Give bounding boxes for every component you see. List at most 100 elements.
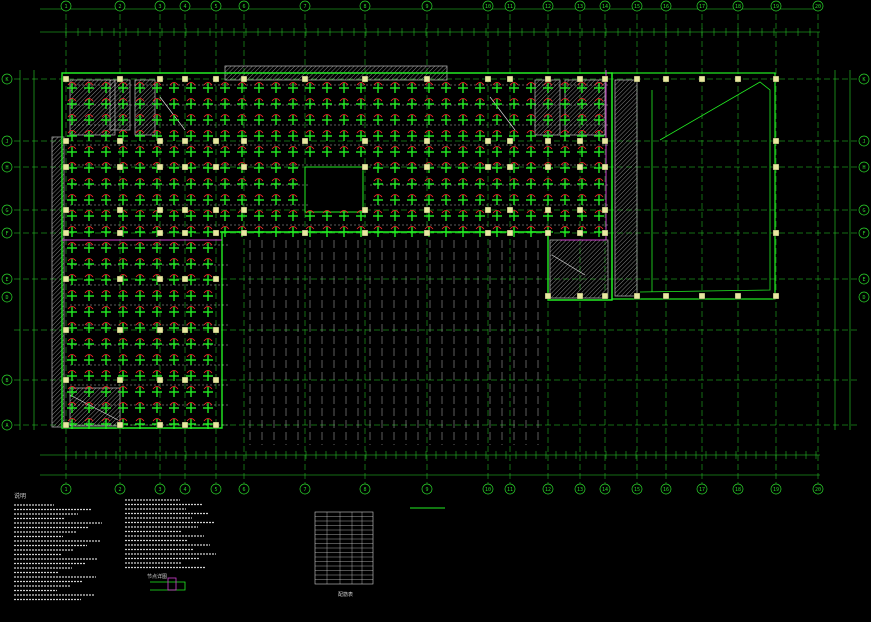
top-rebar-arc xyxy=(407,162,417,166)
axis-bubble-top-13 xyxy=(574,0,586,12)
column xyxy=(544,206,552,214)
top-rebar-arc xyxy=(203,306,213,310)
axis-bubble-bottom-9 xyxy=(421,483,433,495)
top-rebar-arc xyxy=(101,370,111,374)
top-rebar-arc xyxy=(526,194,536,198)
top-rebar-arc xyxy=(271,114,281,118)
top-rebar-arc xyxy=(543,114,553,118)
top-rebar-arc xyxy=(390,210,400,214)
axis-label-top-6: 6 xyxy=(242,4,245,10)
column xyxy=(62,229,70,237)
top-rebar-arc xyxy=(339,210,349,214)
top-rebar-arc xyxy=(84,386,94,390)
axis-bubble-top-15 xyxy=(631,0,643,12)
top-rebar-arc xyxy=(288,82,298,86)
top-rebar-arc xyxy=(271,178,281,182)
top-rebar-arc xyxy=(67,242,77,246)
top-rebar-arc xyxy=(594,130,604,134)
top-rebar-arc xyxy=(118,386,128,390)
top-rebar-arc xyxy=(186,322,196,326)
top-rebar-arc xyxy=(458,146,468,150)
column xyxy=(633,292,641,300)
top-rebar-arc xyxy=(373,162,383,166)
top-rebar-arc xyxy=(186,194,196,198)
right-frame-diagonal xyxy=(639,81,771,293)
top-rebar-arc xyxy=(186,98,196,102)
top-rebar-arc xyxy=(135,354,145,358)
column xyxy=(484,229,492,237)
top-rebar-arc xyxy=(560,178,570,182)
top-rebar-arc xyxy=(373,194,383,198)
top-rebar-arc xyxy=(526,98,536,102)
top-rebar-arc xyxy=(118,242,128,246)
top-rebar-arc xyxy=(458,82,468,86)
top-rebar-arc xyxy=(67,386,77,390)
top-rebar-arc xyxy=(203,146,213,150)
top-rebar-arc xyxy=(356,146,366,150)
top-rebar-arc xyxy=(373,146,383,150)
top-rebar-arc xyxy=(560,226,570,230)
top-rebar-arc xyxy=(118,98,128,102)
top-rebar-arc xyxy=(492,178,502,182)
column xyxy=(156,326,164,334)
top-rebar-arc xyxy=(135,386,145,390)
top-rebar-arc xyxy=(543,82,553,86)
top-rebar-arc xyxy=(407,82,417,86)
top-rebar-arc xyxy=(67,290,77,294)
column xyxy=(240,206,248,214)
top-rebar-arc xyxy=(152,178,162,182)
axis-label-top-12: 12 xyxy=(545,4,551,10)
top-rebar-arc xyxy=(135,322,145,326)
axis-bubble-left-E xyxy=(1,273,13,285)
top-rebar-arc xyxy=(560,146,570,150)
top-rebar-arc xyxy=(101,194,111,198)
top-rebar-arc xyxy=(84,274,94,278)
top-rebar-arc xyxy=(67,306,77,310)
top-rebar-arc xyxy=(169,162,179,166)
axis-bubble-top-2 xyxy=(114,0,126,12)
top-rebar-arc xyxy=(407,114,417,118)
top-rebar-arc xyxy=(203,242,213,246)
axis-bubble-top-3 xyxy=(154,0,166,12)
column xyxy=(156,421,164,429)
top-rebar-arc xyxy=(390,146,400,150)
axis-bubble-right-J xyxy=(858,135,870,147)
column xyxy=(62,163,70,171)
top-rebar-arc xyxy=(203,402,213,406)
top-rebar-arc xyxy=(339,98,349,102)
axis-label-bottom-9: 9 xyxy=(425,487,428,493)
axis-bubble-top-1 xyxy=(60,0,72,12)
axis-label-bottom-17: 17 xyxy=(699,487,705,493)
top-rebar-arc xyxy=(67,114,77,118)
top-rebar-arc xyxy=(152,370,162,374)
top-rebar-arc xyxy=(101,338,111,342)
top-rebar-arc xyxy=(560,162,570,166)
column xyxy=(116,421,124,429)
top-rebar-arc xyxy=(424,82,434,86)
top-rebar-arc xyxy=(441,162,451,166)
top-rebar-arc xyxy=(67,418,77,422)
top-rebar-arc xyxy=(84,114,94,118)
axis-label-bottom-19: 19 xyxy=(773,487,779,493)
top-rebar-arc xyxy=(203,338,213,342)
top-rebar-arc xyxy=(441,226,451,230)
top-rebar-arc xyxy=(118,338,128,342)
top-rebar-arc xyxy=(84,162,94,166)
top-rebar-arc xyxy=(271,210,281,214)
top-rebar-arc xyxy=(118,290,128,294)
column xyxy=(156,229,164,237)
column xyxy=(576,163,584,171)
column xyxy=(576,229,584,237)
axis-bubble-top-5 xyxy=(210,0,222,12)
top-rebar-arc xyxy=(152,242,162,246)
axis-bubble-right-H xyxy=(858,161,870,173)
top-rebar-arc xyxy=(305,98,315,102)
top-rebar-arc xyxy=(67,402,77,406)
axis-label-top-19: 19 xyxy=(773,4,779,10)
top-rebar-arc xyxy=(135,146,145,150)
top-rebar-arc xyxy=(135,274,145,278)
top-rebar-arc xyxy=(186,146,196,150)
column xyxy=(484,206,492,214)
